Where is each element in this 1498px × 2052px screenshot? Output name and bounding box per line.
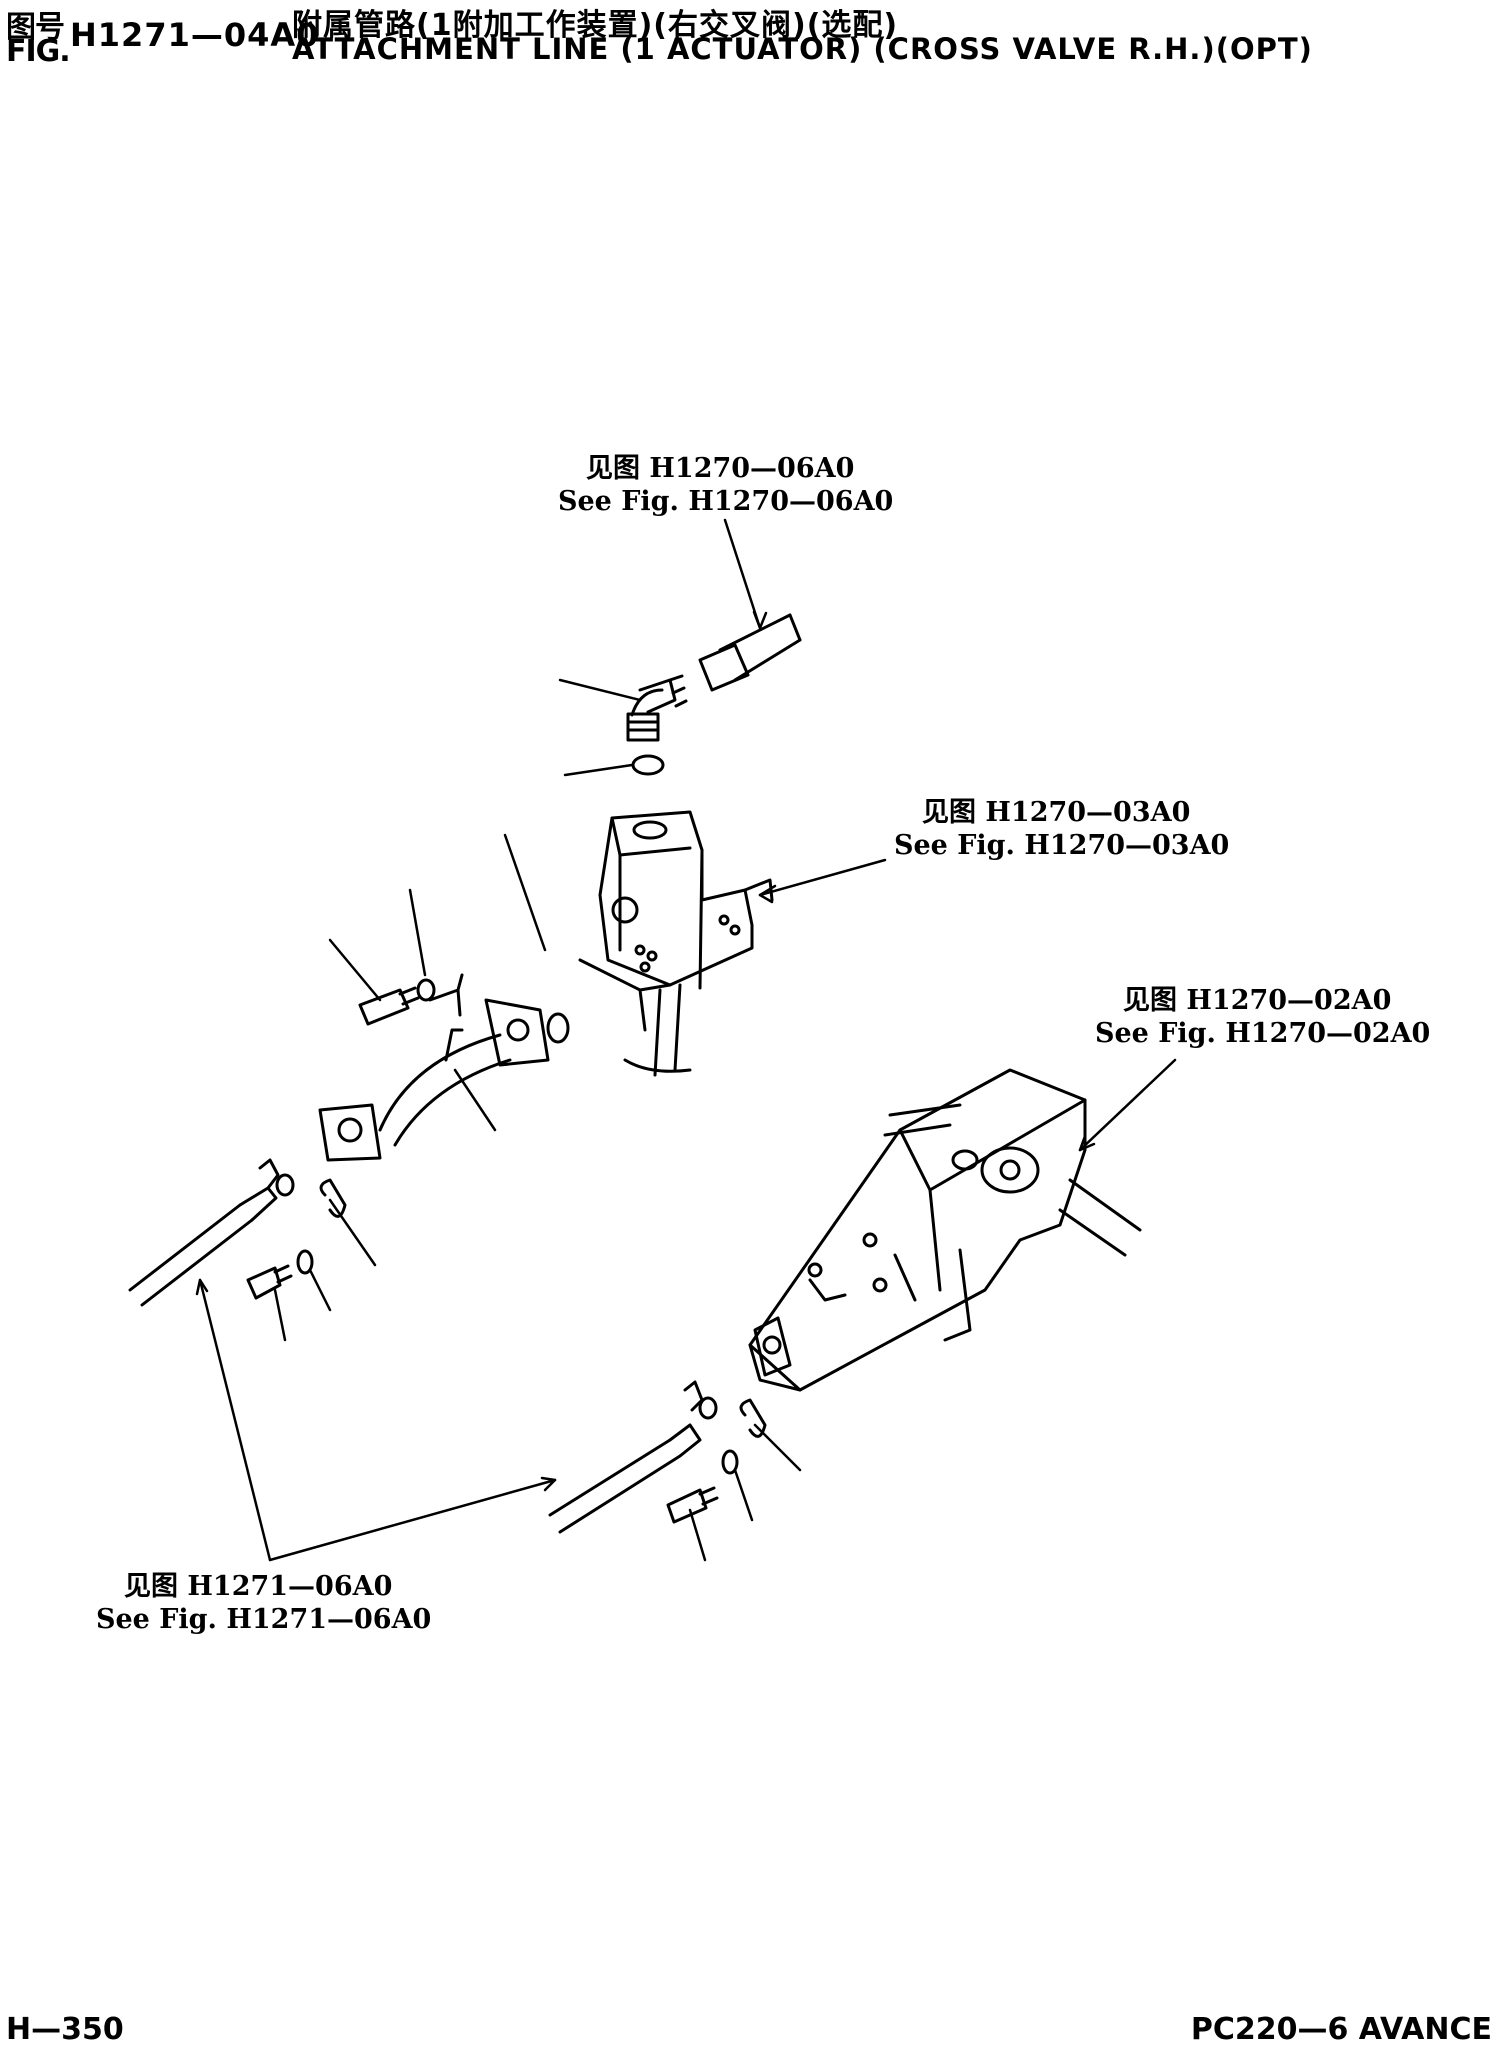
ref-cn: 见图 H1271—06A0	[124, 1571, 393, 1602]
page-number: H—350	[6, 2012, 124, 2047]
o-ring-flange	[546, 1012, 570, 1044]
ref-callout-h1270-06a0: 见图 H1270—06A0 See Fig. H1270—06A0	[558, 452, 893, 518]
fig-label-en: FIG.	[6, 34, 71, 69]
main-pipe	[318, 998, 550, 1162]
ref-en: See Fig. H1270—06A0	[558, 486, 894, 517]
lower-hose	[548, 1380, 767, 1534]
title-en: ATTACHMENT LINE (1 ACTUATOR) (CROSS VALV…	[292, 32, 1313, 66]
cross-valve-upper	[578, 810, 774, 1077]
figure-header: 图号 FIG. H1271—04A0 附属管路(1附加工作装置)(右交叉阀)(选…	[6, 0, 1486, 70]
ref-en: See Fig. H1271—06A0	[96, 1604, 432, 1635]
leader-lines	[195, 518, 1177, 1562]
o-ring-top	[631, 754, 665, 776]
bolt-upper	[358, 973, 464, 1026]
left-hose	[128, 1158, 347, 1307]
cross-valve-lower	[748, 1068, 1142, 1392]
ref-cn: 见图 H1270—06A0	[586, 453, 855, 484]
ref-callout-h1271-06a0: 见图 H1271—06A0 See Fig. H1271—06A0	[96, 1570, 431, 1636]
elbow-fitting	[626, 674, 688, 742]
upper-hose	[698, 613, 802, 692]
fig-number: H1271—04A0	[70, 16, 320, 54]
ref-en: See Fig. H1270—03A0	[894, 830, 1230, 861]
ref-cn: 见图 H1270—03A0	[922, 797, 1191, 828]
model-name: PC220—6 AVANCE	[1190, 2012, 1492, 2047]
ref-callout-h1270-03a0: 见图 H1270—03A0 See Fig. H1270—03A0	[894, 796, 1229, 862]
fig-label-cn: 图号	[6, 10, 65, 45]
title-cn: 附属管路(1附加工作装置)(右交叉阀)(选配)	[292, 8, 899, 43]
ref-callout-h1270-02a0: 见图 H1270—02A0 See Fig. H1270—02A0	[1095, 984, 1430, 1050]
ref-en: See Fig. H1270—02A0	[1095, 1018, 1431, 1049]
ref-cn: 见图 H1270—02A0	[1123, 985, 1392, 1016]
